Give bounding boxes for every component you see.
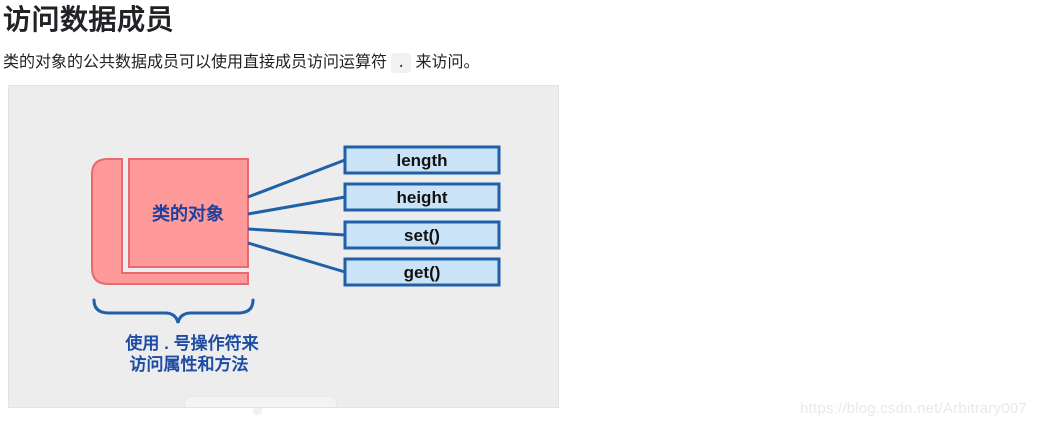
- class-object-diagram: 类的对象 length height set() get() 使用 . 号操作符…: [91, 145, 501, 374]
- connector-line-length: [247, 158, 346, 199]
- watermark-url: https://blog.csdn.net/Arbitrary007: [800, 400, 1027, 417]
- page-title: 访问数据成员: [3, 4, 175, 35]
- brace-icon: [92, 298, 255, 324]
- bottom-bubble-tail: [253, 408, 262, 415]
- bottom-bubble-overlay: [184, 396, 337, 407]
- intro-text-after: 来访问。: [415, 54, 480, 71]
- member-label: height: [397, 188, 448, 207]
- intro-text-before: 类的对象的公共数据成员可以使用直接成员访问运算符: [3, 54, 388, 71]
- member-box-height: height: [343, 182, 501, 212]
- member-box-rect: [343, 220, 501, 250]
- member-label: length: [397, 151, 448, 170]
- book-spine-shape: [91, 158, 249, 285]
- member-box-length: length: [343, 145, 501, 175]
- member-box-rect: [343, 145, 501, 175]
- member-label: get(): [404, 263, 441, 282]
- intro-paragraph: 类的对象的公共数据成员可以使用直接成员访问运算符.来访问。: [3, 50, 479, 76]
- member-box-set: set(): [343, 220, 501, 250]
- diagram-figure: 类的对象 length height set() get() 使用 . 号操作符…: [8, 85, 559, 408]
- member-box-rect: [343, 182, 501, 212]
- member-label: set(): [404, 226, 440, 245]
- member-box-rect: [343, 257, 501, 287]
- dot-operator-code: .: [391, 53, 412, 73]
- class-object-label: 类的对象: [152, 203, 224, 224]
- connector-line-set: [247, 227, 346, 237]
- connector-line-get: [247, 241, 346, 274]
- member-box-get: get(): [343, 257, 501, 287]
- brace-caption-line1: 使用 . 号操作符来: [124, 333, 259, 353]
- brace-caption-line2: 访问属性和方法: [130, 354, 249, 374]
- connector-line-height: [247, 195, 346, 216]
